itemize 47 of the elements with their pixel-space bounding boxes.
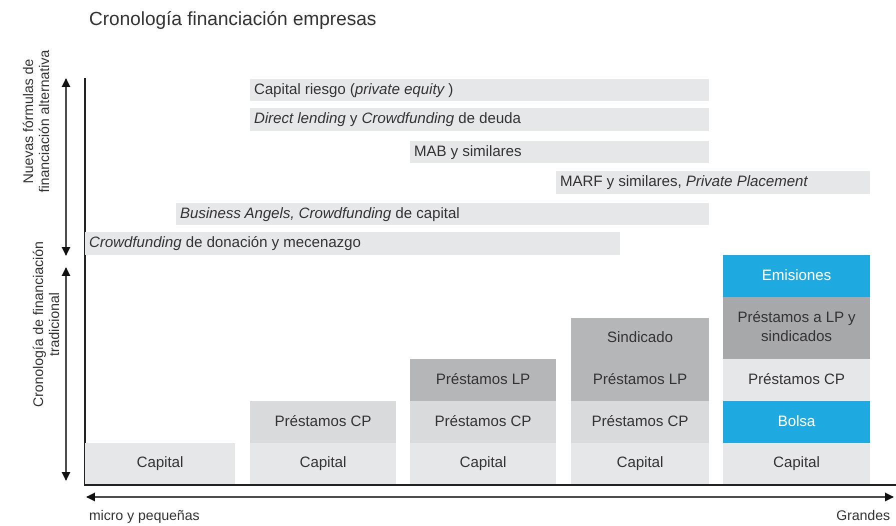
block-label: Préstamos LP	[592, 370, 688, 390]
block-label: Capital	[300, 454, 346, 473]
block-label: Préstamos CP	[592, 412, 688, 432]
axis-label: Grandes	[835, 507, 890, 524]
stack-block	[410, 359, 556, 401]
axis-label: micro y pequeñas	[89, 507, 201, 524]
block-label: Capital	[773, 454, 820, 473]
block-label: Direct lending y Crowdfunding de deuda	[254, 110, 521, 129]
block-label: Capital	[616, 454, 664, 473]
block-label: Capital	[136, 454, 184, 473]
stack-block	[410, 443, 556, 484]
stack-block	[723, 443, 870, 484]
block-label: Préstamos CP	[274, 412, 372, 432]
stack-block	[723, 401, 870, 443]
axis-label: Nuevas fórmulas de financiación alternativa	[20, 48, 52, 194]
block-label: Crowdfunding de donación y mecenazgo	[89, 234, 361, 253]
stack-block	[723, 297, 870, 359]
block-label: Emisiones	[762, 266, 832, 286]
stack-block	[571, 359, 709, 401]
stack-block	[723, 359, 870, 401]
range-bar	[85, 232, 620, 255]
stack-block	[571, 401, 709, 443]
block-label: Préstamos CP	[434, 412, 532, 432]
range-bar	[250, 108, 709, 131]
block-label: MARF y similares, Private Placement	[560, 173, 808, 192]
range-bar	[410, 141, 709, 163]
stack-block	[410, 401, 556, 443]
block-label: Capital	[460, 454, 506, 473]
range-bar	[556, 171, 870, 194]
block-label: Business Angels, Crowdfunding de capital	[180, 204, 460, 224]
range-bar	[250, 79, 709, 101]
diagram-title: Cronología financiación empresas	[89, 9, 376, 31]
stack-block	[571, 443, 709, 484]
stack-block	[250, 443, 396, 484]
block-label: MAB y similares	[414, 142, 522, 162]
block-label: Préstamos LP	[436, 370, 530, 390]
stack-block	[250, 401, 396, 443]
block-label: Préstamos CP	[748, 370, 845, 390]
block-label: Préstamos a LP y sindicados	[736, 309, 857, 347]
range-bar	[176, 203, 709, 225]
stack-block	[723, 255, 870, 297]
block-label: Capital riesgo (private equity )	[254, 80, 454, 100]
stack-block	[85, 443, 235, 484]
block-label: Bolsa	[778, 412, 816, 432]
axis-label: Cronología de financiación tradicional	[30, 240, 62, 409]
block-label: Sindicado	[607, 329, 673, 348]
stack-block	[571, 318, 709, 359]
